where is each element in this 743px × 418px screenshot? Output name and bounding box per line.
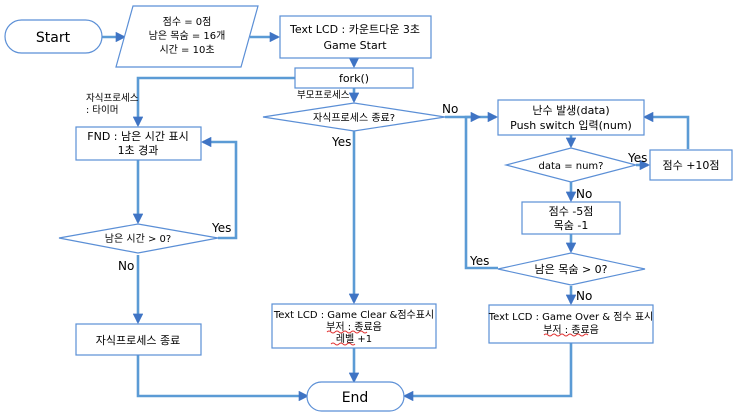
init-time: 시간 = 10초 (159, 44, 214, 56)
init-lives: 남은 목숨 = 16개 (149, 30, 226, 42)
lives-check-no-label: No (576, 289, 592, 303)
game-clear-process: Text LCD : Game Clear &점수표시 부저 : 종료음 레벨 … (271, 303, 437, 349)
game-clear-buzzer-text: 부저 : 종료음 (326, 321, 382, 333)
score-plus-text: 점수 +10점 (662, 159, 719, 172)
fork-label: fork() (339, 72, 369, 85)
score-plus-process: 점수 +10점 (649, 149, 733, 181)
spellcheck-underline (543, 333, 589, 337)
fnd-tick-text: 1초 경과 (118, 144, 159, 157)
init-io-block: 점수 = 0점 남은 목숨 = 16개 시간 = 10초 (115, 5, 259, 68)
connectors (102, 31, 690, 402)
fork-process: fork() (294, 67, 414, 89)
random-text: 난수 발생(data) (532, 104, 609, 117)
spellcheck-underline (330, 342, 356, 346)
child-process-label: 자식프로세스 (86, 93, 139, 104)
fnd-process: FND : 남은 시간 표시 1초 경과 (75, 126, 202, 161)
game-over-process: Text LCD : Game Over & 점수 표시 부저 : 종료음 (488, 304, 654, 344)
arrow-time-check-yes-loop (200, 136, 238, 240)
child-exit-decision: 자식프로세스 종료? (262, 102, 446, 132)
end-terminal: End (306, 381, 405, 412)
push-switch-text: Push switch 입력(num) (510, 119, 632, 132)
fnd-text: FND : 남은 시간 표시 (87, 130, 188, 143)
parent-process-label: 부모프로세스 (297, 90, 350, 101)
data-check-yes-label: Yes (627, 151, 647, 165)
lives-check-yes-label: Yes (469, 254, 489, 268)
penalty-score-text: 점수 -5점 (549, 205, 594, 218)
child-timer-label: : 타이머 (86, 105, 118, 116)
spellcheck-underline (326, 330, 368, 334)
child-exit-yes-label: Yes (331, 135, 351, 149)
game-over-text: Text LCD : Game Over & 점수 표시 (488, 311, 654, 323)
child-exit-no-label: No (442, 102, 458, 116)
lcd-game-start-text: Game Start (323, 39, 387, 52)
lives-check-text: 남은 목숨 > 0? (534, 263, 607, 276)
init-score: 점수 = 0점 (163, 16, 212, 28)
data-check-text: data = num? (539, 161, 604, 172)
child-exit-text: 자식프로세스 종료? (313, 112, 395, 124)
time-check-text: 남은 시간 > 0? (105, 233, 171, 245)
start-terminal: Start (4, 19, 103, 54)
arrow-lives-check-yes-loop (464, 111, 498, 270)
game-clear-text: Text LCD : Game Clear &점수표시 (273, 309, 434, 321)
arrow-child-end-to-end (136, 355, 310, 402)
arrow-score-loop-to-random (642, 111, 690, 149)
data-check-no-label: No (576, 187, 592, 201)
game-over-buzzer-text: 부저 : 종료음 (543, 324, 599, 336)
child-end-process: 자식프로세스 종료 (75, 323, 202, 356)
lcd-countdown-process: Text LCD : 카운트다운 3초 Game Start (279, 15, 432, 59)
time-check-decision: 남은 시간 > 0? (58, 223, 219, 254)
time-check-no-label: No (118, 259, 134, 273)
penalty-lives-text: 목숨 -1 (554, 219, 589, 232)
penalty-process: 점수 -5점 목숨 -1 (521, 201, 621, 235)
lcd-countdown-text: Text LCD : 카운트다운 3초 (289, 23, 420, 36)
data-check-decision: data = num? (503, 147, 639, 183)
time-check-yes-label: Yes (211, 221, 231, 235)
child-end-text: 자식프로세스 종료 (96, 334, 180, 347)
end-label: End (342, 390, 369, 406)
arrow-fork-to-child (132, 76, 295, 128)
start-label: Start (36, 30, 71, 46)
game-clear-level-text: 레벨 +1 (336, 333, 372, 345)
arrow-over-to-end (402, 343, 573, 402)
random-input-process: 난수 발생(data) Push switch 입력(num) (497, 99, 645, 136)
lives-check-decision: 남은 목숨 > 0? (497, 252, 646, 286)
